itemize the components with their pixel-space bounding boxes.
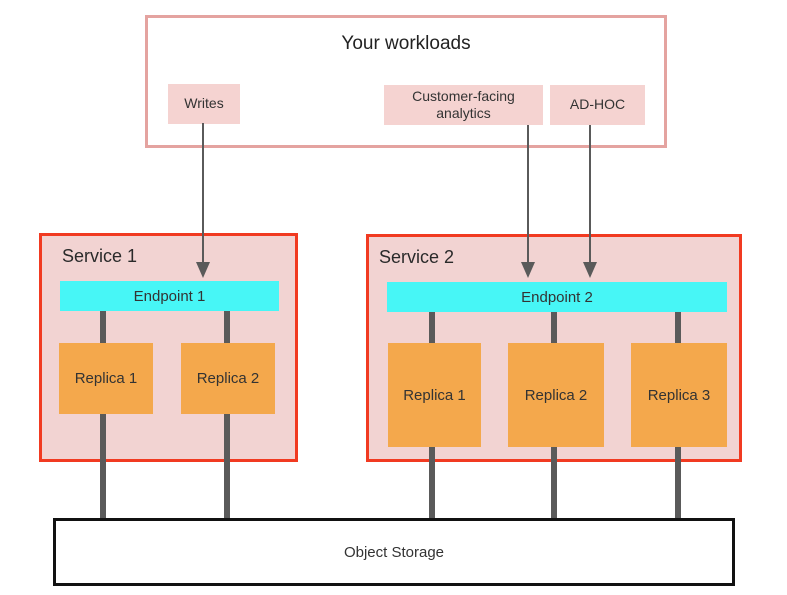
workload-item-ad-hoc: AD-HOC: [550, 85, 645, 125]
workload-item-customer-facing-analytics-label: Customer-facing analytics: [412, 87, 515, 122]
connector-endpoint1-replica2: [224, 310, 230, 344]
connector-s2-replica3-storage: [675, 446, 681, 520]
your-workloads-box: [145, 15, 667, 148]
connector-endpoint2-replica1: [429, 311, 435, 344]
service-1-replica-1-label: Replica 1: [74, 370, 138, 387]
connector-endpoint1-replica1: [100, 310, 106, 344]
service-2-replica-1-label: Replica 1: [403, 386, 466, 404]
service-2-replica-2-label: Replica 2: [524, 386, 588, 404]
endpoint-2-label: Endpoint 2: [521, 288, 593, 306]
endpoint-1-bar: Endpoint 1: [60, 281, 279, 311]
service-1-replica-2-label: Replica 2: [196, 370, 260, 387]
connector-endpoint2-replica3: [675, 311, 681, 344]
service-2-replica-3-label: Replica 3: [647, 386, 711, 404]
arrow-analytics-to-endpoint-2: [527, 125, 529, 263]
service-2-label: Service 2: [379, 247, 455, 267]
service-2-replica-3: Replica 3: [631, 343, 727, 447]
connector-s2-replica2-storage: [551, 446, 557, 520]
connector-endpoint2-replica2: [551, 311, 557, 344]
arrow-writes-to-endpoint-1: [202, 123, 204, 263]
workload-item-writes: Writes: [168, 84, 240, 124]
workload-item-customer-facing-analytics: Customer-facing analytics: [384, 85, 543, 125]
workload-item-writes-label: Writes: [184, 95, 224, 112]
service-1-label: Service 1: [62, 246, 138, 266]
connector-s1-replica2-storage: [224, 413, 230, 520]
endpoint-1-label: Endpoint 1: [133, 287, 206, 305]
service-2-replica-2: Replica 2: [508, 343, 604, 447]
your-workloads-title: Your workloads: [341, 33, 471, 54]
connector-s2-replica1-storage: [429, 446, 435, 520]
service-2-replica-1: Replica 1: [388, 343, 481, 447]
connector-s1-replica1-storage: [100, 413, 106, 520]
service-1-replica-2: Replica 2: [181, 343, 275, 414]
endpoint-2-bar: Endpoint 2: [387, 282, 727, 312]
arrow-adhoc-to-endpoint-2: [589, 125, 591, 263]
workload-item-ad-hoc-label: AD-HOC: [569, 96, 626, 113]
object-storage-box: Object Storage: [53, 518, 735, 586]
service-1-replica-1: Replica 1: [59, 343, 153, 414]
object-storage-label: Object Storage: [343, 543, 445, 561]
